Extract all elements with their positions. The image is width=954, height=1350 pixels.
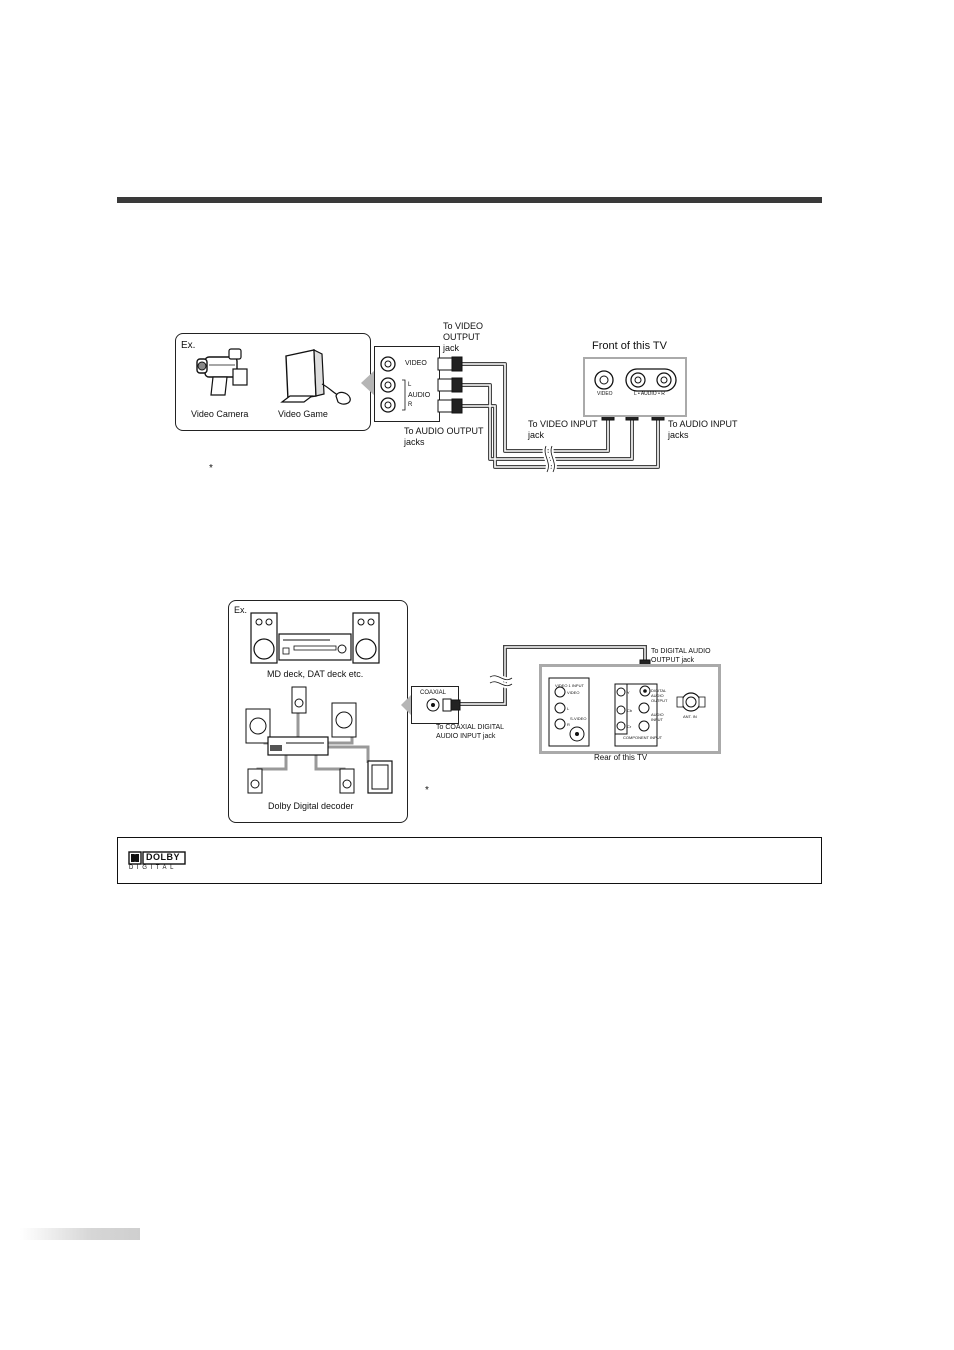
tv-video-label: VIDEO bbox=[597, 391, 613, 397]
rear-r-label: R bbox=[567, 722, 570, 727]
dolby-digital-logo-icon bbox=[128, 851, 186, 865]
to-coaxial-input-label: To COAXIAL DIGITAL AUDIO INPUT jack bbox=[436, 724, 505, 740]
video-camera-icon bbox=[196, 348, 248, 396]
header-rule bbox=[117, 197, 822, 203]
to-audio-output-label: To AUDIO OUTPUT jacks bbox=[404, 426, 484, 447]
device-video-game: Video Game bbox=[278, 409, 328, 419]
to-video-output-label: To VIDEO OUTPUT jack bbox=[443, 321, 484, 353]
coaxial-label: COAXIAL bbox=[420, 690, 447, 696]
pointer-arrow-2-icon bbox=[401, 693, 413, 717]
rear-ant-label: ANT. IN bbox=[683, 714, 697, 719]
rear-y-label: Y bbox=[627, 690, 630, 695]
rear-video-input-label: VIDEO 1 INPUT bbox=[555, 683, 584, 688]
front-of-tv-label: Front of this TV bbox=[592, 340, 667, 352]
to-video-input-label: To VIDEO INPUT jack bbox=[528, 419, 598, 440]
dolby-logo-top: DOLBY bbox=[146, 852, 180, 862]
rear-cr-label: Cr bbox=[627, 724, 632, 729]
example-devices-box bbox=[175, 333, 371, 431]
rear-digital-label: DIGITAL AUDIO OUTPUT bbox=[651, 688, 668, 703]
rear-component-label: COMPONENT INPUT bbox=[623, 735, 663, 740]
rear-of-tv-label: Rear of this TV bbox=[594, 753, 648, 762]
ex2-label: Ex. bbox=[234, 605, 248, 615]
page-number-tab bbox=[20, 1228, 140, 1240]
rear-svideo-label: S-VIDEO bbox=[570, 716, 587, 721]
md-deck-system-icon bbox=[250, 612, 380, 664]
jack-audio-label: AUDIO bbox=[408, 392, 431, 399]
rear-l-label: L bbox=[567, 706, 570, 711]
device-md-deck: MD deck, DAT deck etc. bbox=[267, 669, 364, 679]
tv-front-jacks-icon bbox=[594, 368, 677, 392]
ex-label: Ex. bbox=[181, 340, 196, 351]
rear-cb-label: Cb bbox=[627, 708, 633, 713]
jack-video-label: VIDEO bbox=[405, 360, 427, 367]
video-game-icon bbox=[280, 349, 351, 405]
tv-rear-jacks-icon bbox=[548, 677, 706, 747]
tv-audio-label: L • AUDIO • R bbox=[634, 391, 665, 397]
rear-audio-input-label: AUDIO INPUT bbox=[651, 712, 664, 722]
device-video-camera: Video Camera bbox=[191, 409, 249, 419]
dolby-decoder-system-icon bbox=[245, 686, 393, 794]
asterisk-2: * bbox=[425, 785, 429, 796]
to-audio-input-label: To AUDIO INPUT jacks bbox=[668, 419, 738, 440]
asterisk-1: * bbox=[209, 463, 213, 474]
jack-r-label: R bbox=[408, 402, 413, 408]
dolby-note-box bbox=[117, 837, 822, 884]
device-dolby-decoder: Dolby Digital decoder bbox=[268, 801, 354, 811]
output-jacks-icon bbox=[380, 356, 406, 413]
dolby-logo-bottom: DIGITAL bbox=[129, 865, 178, 871]
to-digital-output-label: To DIGITAL AUDIO OUTPUT jack bbox=[651, 648, 711, 664]
pointer-arrow-icon bbox=[361, 370, 375, 396]
jack-l-label: L bbox=[408, 382, 412, 388]
rear-video-label: VIDEO bbox=[567, 690, 580, 695]
